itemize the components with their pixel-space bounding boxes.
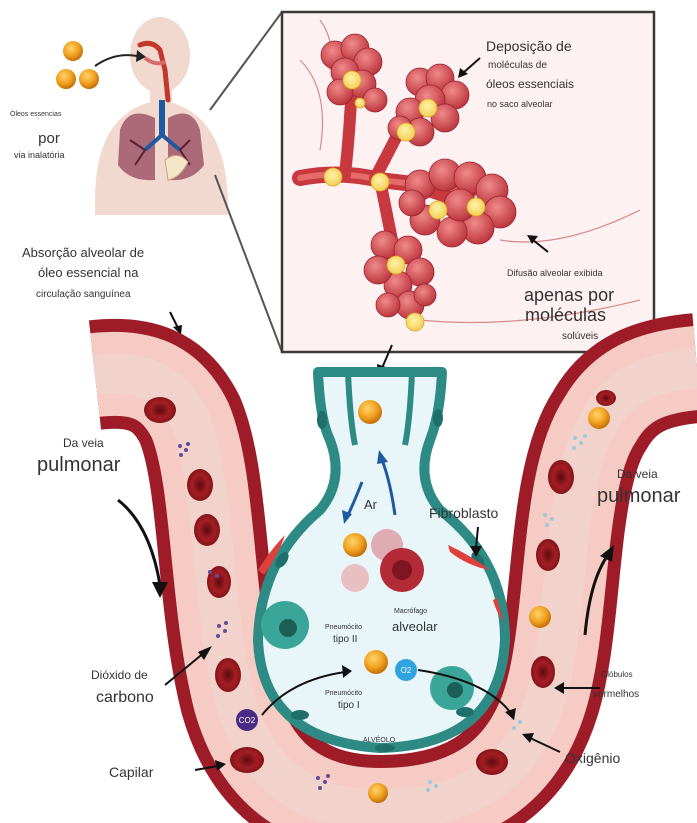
deposition-line1: Deposição de bbox=[486, 38, 572, 54]
absorption-line2: óleo essencial na bbox=[38, 266, 138, 281]
pneumocyte2-line1: Pneumócito bbox=[325, 624, 362, 632]
fibroblast-label: Fibroblasto bbox=[429, 505, 498, 521]
diffusion-line1: Difusão alveolar exibida bbox=[507, 268, 603, 278]
absorption-line1: Absorção alveolar de bbox=[22, 246, 144, 261]
deposition-line4: no saco alveolar bbox=[487, 99, 553, 109]
pneumocyte1-line1: Pneumócito bbox=[325, 690, 362, 698]
deposition-line3: óleos essenciais bbox=[486, 78, 574, 92]
red-cells-line1: Glóbulos bbox=[601, 670, 633, 679]
oxygen-label: Oxigênio bbox=[565, 750, 620, 766]
co2-line1: Dióxido de bbox=[91, 669, 148, 683]
diffusion-line3: moléculas bbox=[525, 305, 606, 326]
right-vein-line2: pulmonar bbox=[597, 485, 680, 508]
absorption-arrow bbox=[170, 312, 178, 328]
diffusion-line2: apenas por bbox=[524, 285, 614, 306]
deposition-line2: moléculas de bbox=[488, 60, 547, 72]
pneumocyte2-line2: tipo II bbox=[333, 634, 357, 646]
pneumocyte-type-2-cell bbox=[261, 601, 309, 649]
macrophage-line1: Macrófago bbox=[394, 608, 427, 616]
oils-por-label: por bbox=[30, 130, 68, 147]
svg-text:O2: O2 bbox=[401, 666, 412, 675]
right-vein-line1: Da veia bbox=[617, 468, 658, 482]
inhaled-oil-molecules bbox=[56, 41, 99, 89]
oils-title-label: Óleos essencias bbox=[10, 111, 61, 119]
diffusion-line4: solúveis bbox=[562, 331, 598, 343]
left-vein-line2: pulmonar bbox=[37, 454, 120, 477]
red-cells-line2: vermelhos bbox=[593, 689, 639, 701]
co2-molecule-icon: CO2 bbox=[236, 709, 258, 731]
pneumocyte1-line2: tipo I bbox=[338, 700, 360, 712]
human-figure bbox=[95, 17, 228, 215]
macrophage-line2: alveolar bbox=[392, 620, 438, 635]
alveolus-label: ALVÉOLO bbox=[363, 737, 395, 745]
oils-via-label: via inalatória bbox=[14, 150, 65, 160]
left-vein-line1: Da veia bbox=[63, 437, 104, 451]
zoom-line-top bbox=[210, 12, 282, 110]
zoom-line-bottom bbox=[215, 175, 282, 352]
air-label: Ar bbox=[364, 498, 377, 513]
svg-text:CO2: CO2 bbox=[239, 716, 256, 725]
o2-molecule-icon: O2 bbox=[395, 659, 417, 681]
co2-line2: carbono bbox=[96, 689, 154, 707]
capillary-label: Capilar bbox=[109, 764, 153, 780]
absorption-line3: circulação sanguínea bbox=[36, 289, 131, 301]
